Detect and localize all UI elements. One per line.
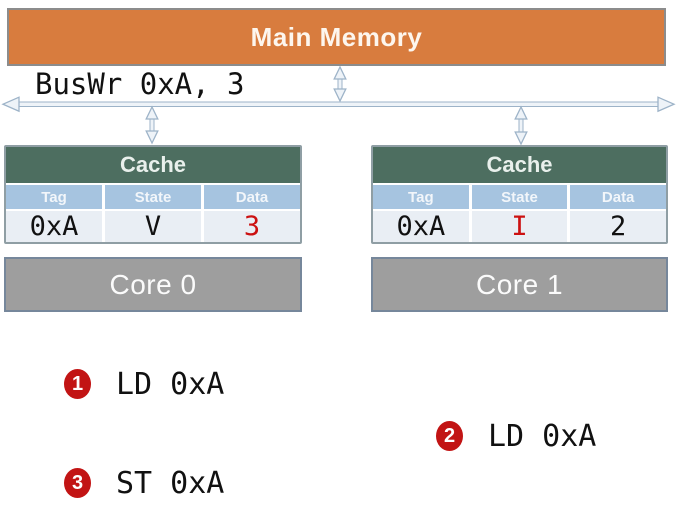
main-memory-label: Main Memory [250,21,423,52]
event-1: 1 LD 0xA [64,366,225,402]
cache1-cell-tag: 0xA [373,211,469,242]
cache1-col-tag: Tag [373,185,469,209]
memory-bus-arrow [333,65,347,103]
cache0-col-state: State [105,185,201,209]
event-3-label: ST 0xA [116,465,225,501]
cache0-col-tag: Tag [6,185,102,209]
cache1-col-data: Data [570,185,666,209]
cache1-title: Cache [373,147,666,185]
core1-label: Core 1 [475,268,564,300]
event-2-label: LD 0xA [488,418,597,454]
core1-box: Core 1 [371,257,668,312]
cache0-col-data: Data [204,185,300,209]
cache0-title: Cache [6,147,300,185]
main-memory-box: Main Memory [7,8,666,66]
cache0-bus-arrow [145,105,159,145]
event-3-badge: 3 [64,468,91,498]
cache1-bus-arrow [514,105,528,146]
event-2-badge: 2 [436,421,463,451]
cache1-grid: Tag State Data 0xA I 2 [373,185,666,242]
cache1-table: Cache Tag State Data 0xA I 2 [371,145,668,244]
event-1-badge: 1 [64,369,91,399]
bus-transaction-label: BusWr 0xA, 3 [35,67,245,101]
cache0-grid: Tag State Data 0xA V 3 [6,185,300,242]
cache0-cell-state: V [105,211,201,242]
cache0-table: Cache Tag State Data 0xA V 3 [4,145,302,244]
bus-line [1,96,676,113]
core0-label: Core 0 [109,268,197,300]
core0-box: Core 0 [4,257,302,312]
cache0-cell-data: 3 [204,211,300,242]
cache1-cell-state: I [471,211,568,242]
event-2: 2 LD 0xA [436,418,597,454]
event-3: 3 ST 0xA [64,465,225,501]
cache1-cell-data: 2 [570,211,666,242]
cache0-cell-tag: 0xA [6,211,102,242]
cache1-col-state: State [471,185,568,209]
event-1-label: LD 0xA [116,366,225,402]
